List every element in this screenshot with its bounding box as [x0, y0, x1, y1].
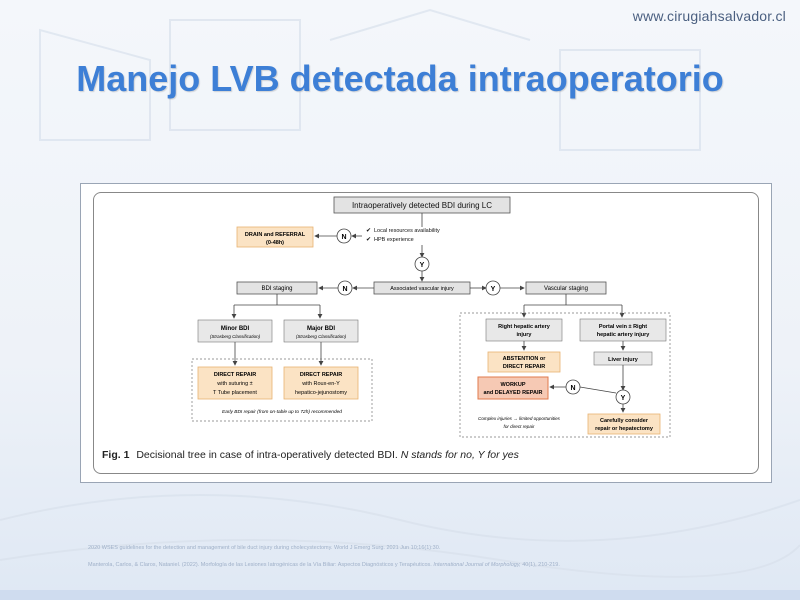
- portal-vein-line1: Portal vein ± Right: [599, 324, 647, 330]
- vascular-staging-text: Vascular staging: [544, 286, 588, 292]
- site-url[interactable]: www.cirugiahsalvador.cl: [632, 8, 786, 24]
- reference-2: Manterola, Carlos, & Claros, Nataniel. (…: [88, 557, 778, 574]
- workup-box: [477, 376, 549, 400]
- abstention-line2: DIRECT REPAIR: [503, 364, 545, 370]
- right-hepatic-line1: Right hepatic artery: [498, 324, 551, 330]
- root-text: Intraoperatively detected BDI during LC: [352, 201, 492, 210]
- caption-text: Decisional tree in case of intra-operati…: [136, 449, 398, 461]
- workup-line1: WORKUP: [500, 382, 525, 388]
- portal-vein-line2: hepatic artery injury: [597, 332, 651, 338]
- direct-repair-1-line2: with suturing ±: [216, 381, 252, 387]
- abstention-line1: ABSTENTION or: [503, 356, 547, 362]
- vascular-group: [459, 312, 671, 438]
- yes-label: Y: [491, 286, 496, 293]
- no-label: N: [570, 385, 575, 392]
- carefully-line1: Carefully consider: [600, 418, 649, 424]
- reference-2-volume: 40(1), 210-219.: [522, 562, 560, 568]
- drain-referral-box: [236, 226, 314, 248]
- no-label: N: [342, 286, 347, 293]
- bdi-repair-group: [191, 358, 373, 422]
- reference-2-main: Manterola, Carlos, & Claros, Nataniel. (…: [88, 562, 432, 568]
- decision-tree-figure: Intraoperatively detected BDI during LC …: [93, 192, 759, 474]
- check-mark-icon: ✔: [366, 237, 371, 243]
- reference-2-journal: International Journal of Morphology,: [433, 562, 521, 568]
- associated-vascular-text: Associated vascular injury: [390, 286, 454, 292]
- minor-bdi-text: Minor BDI: [221, 326, 250, 332]
- figure-label: Fig. 1: [102, 449, 130, 461]
- decision-tree-diagram: Intraoperatively detected BDI during LC …: [191, 196, 671, 438]
- slide-title: Manejo LVB detectada intraoperatorio: [76, 58, 724, 99]
- liver-injury-text: Liver injury: [608, 357, 639, 363]
- major-bdi-text: Major BDI: [307, 326, 335, 332]
- caption-italic: N stands for no, Y for yes: [400, 449, 519, 461]
- direct-repair-roux-box: [283, 366, 359, 400]
- major-bdi-classification: (Strasberg Classification): [296, 334, 347, 339]
- abstention-box: [487, 351, 561, 373]
- early-repair-note: Early BDI repair (from on-table up to 72…: [222, 409, 342, 415]
- complex-note-line1: Complex injuries → limited opportunities: [478, 416, 561, 421]
- check-local-resources: Local resources availability: [374, 228, 440, 234]
- check-hpb-experience: HPB experience: [374, 237, 414, 243]
- drain-referral-text: DRAIN and REFERRAL: [245, 232, 306, 238]
- bdi-staging-text: BDI staging: [261, 286, 292, 292]
- figure-caption: Fig. 1 Decisional tree in case of intra-…: [102, 449, 519, 461]
- minor-bdi-classification: (Strasberg Classification): [210, 334, 261, 339]
- right-hepatic-line2: injury: [517, 332, 533, 338]
- direct-repair-suturing-box: [197, 366, 273, 400]
- direct-repair-2-title: DIRECT REPAIR: [300, 372, 342, 378]
- direct-repair-2-line3: hepatico-jejunostomy: [295, 390, 347, 396]
- carefully-line2: repair or hepatectomy: [595, 426, 654, 432]
- carefully-box: [587, 413, 661, 435]
- direct-repair-2-line2: with Roux-en-Y: [301, 381, 340, 387]
- check-mark-icon: ✔: [366, 228, 371, 234]
- direct-repair-1-line3: T Tube placement: [213, 390, 257, 396]
- direct-repair-1-title: DIRECT REPAIR: [214, 372, 256, 378]
- complex-note-line2: for direct repair: [504, 424, 535, 429]
- yes-label: Y: [621, 395, 626, 402]
- workup-line2: and DELAYED REPAIR: [484, 390, 543, 396]
- references: 2020 WSES guidelines for the detection a…: [88, 540, 778, 574]
- drain-time-text: (0-48h): [266, 240, 284, 246]
- yes-label: Y: [420, 262, 425, 269]
- no-label: N: [341, 234, 346, 241]
- reference-1: 2020 WSES guidelines for the detection a…: [88, 545, 441, 551]
- figure-frame: Intraoperatively detected BDI during LC …: [80, 183, 772, 483]
